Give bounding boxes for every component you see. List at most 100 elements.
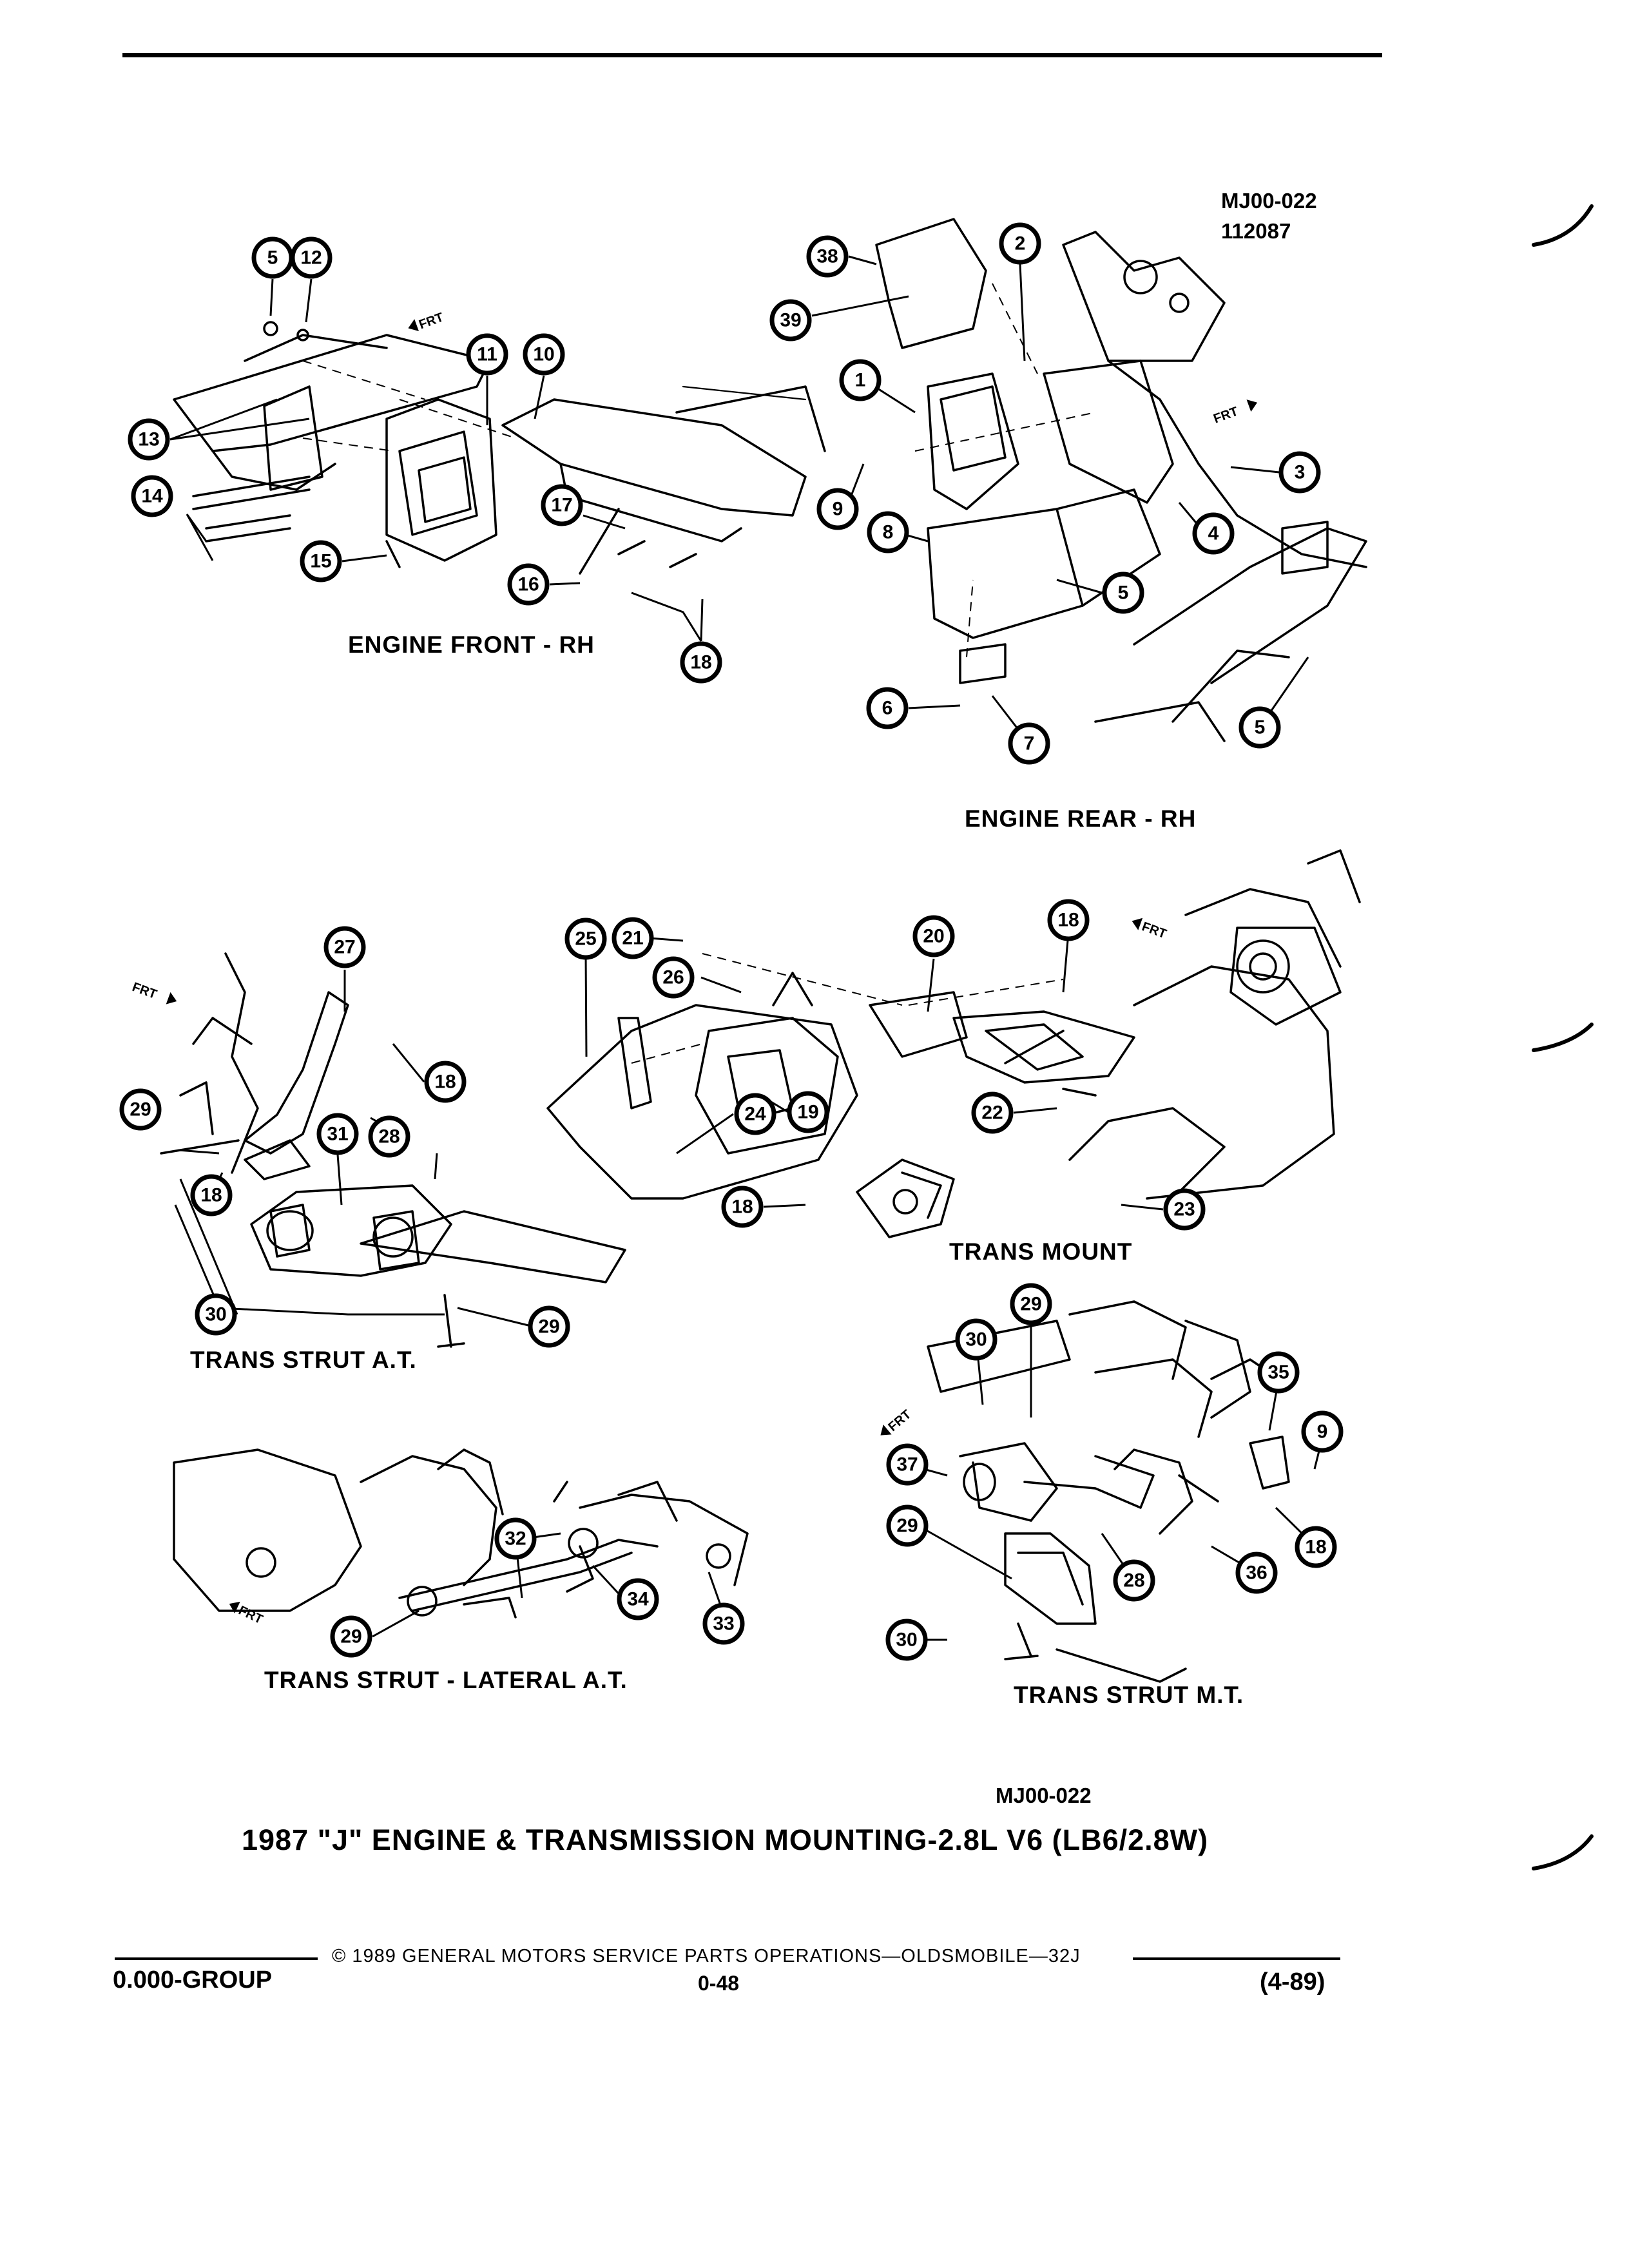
svg-text:31: 31 <box>327 1124 348 1145</box>
trans-strut-mt-drawing <box>927 1300 1290 1683</box>
svg-text:18: 18 <box>200 1185 222 1206</box>
callout-35: 35 <box>1257 1351 1300 1394</box>
svg-text:6: 6 <box>882 698 893 719</box>
callout-30-mt-a: 30 <box>955 1318 998 1361</box>
callout-19: 19 <box>787 1091 829 1133</box>
callout-29-at-a: 29 <box>119 1088 162 1131</box>
callout-29-at-b: 29 <box>528 1305 570 1348</box>
svg-text:11: 11 <box>477 344 497 365</box>
callout-8: 8 <box>867 511 909 553</box>
callout-13: 13 <box>128 418 170 461</box>
svg-text:27: 27 <box>334 937 355 958</box>
callout-30-at: 30 <box>195 1293 237 1336</box>
callout-29-mt-b: 29 <box>886 1504 929 1547</box>
callout-29-mt-a: 29 <box>1010 1283 1052 1325</box>
callout-39: 39 <box>769 299 812 341</box>
callout-26: 26 <box>652 956 695 999</box>
caption-engine-rear-rh: ENGINE REAR - RH <box>965 805 1197 832</box>
svg-text:30: 30 <box>205 1304 226 1325</box>
svg-text:28: 28 <box>378 1126 400 1148</box>
callout-38: 38 <box>806 235 849 278</box>
svg-text:35: 35 <box>1268 1362 1289 1383</box>
callout-18-at-b: 18 <box>190 1174 233 1216</box>
caption-trans-mount: TRANS MOUNT <box>949 1238 1133 1265</box>
svg-text:18: 18 <box>690 652 711 673</box>
svg-text:5: 5 <box>267 247 278 269</box>
svg-text:29: 29 <box>130 1099 151 1120</box>
svg-text:FRT: FRT <box>1140 919 1168 941</box>
figure-title: 1987 "J" ENGINE & TRANSMISSION MOUNTING-… <box>242 1823 1209 1856</box>
svg-text:21: 21 <box>622 928 643 949</box>
svg-text:9: 9 <box>1317 1421 1328 1443</box>
callout-4: 4 <box>1192 512 1235 555</box>
callout-30-mt-b: 30 <box>885 1619 928 1661</box>
svg-text:18: 18 <box>434 1072 456 1093</box>
figure-code-bottom: MJ00-022 <box>996 1783 1092 1807</box>
svg-text:29: 29 <box>340 1626 361 1648</box>
svg-text:4: 4 <box>1208 523 1219 544</box>
caption-trans-strut-at: TRANS STRUT A.T. <box>190 1347 417 1373</box>
svg-text:18: 18 <box>1305 1537 1326 1558</box>
callout-3: 3 <box>1278 451 1321 494</box>
svg-text:24: 24 <box>744 1104 766 1125</box>
callout-32: 32 <box>494 1517 537 1560</box>
svg-text:3: 3 <box>1295 462 1306 483</box>
callout-9-mt: 9 <box>1301 1410 1344 1453</box>
svg-text:8: 8 <box>883 522 894 543</box>
caption-trans-strut-lateral-at: TRANS STRUT - LATERAL A.T. <box>264 1667 628 1693</box>
callout-11: 11 <box>466 333 508 376</box>
callout-7: 7 <box>1008 722 1050 765</box>
callout-24: 24 <box>734 1093 776 1135</box>
figure-date: 112087 <box>1221 219 1291 243</box>
callout-18-mount-b: 18 <box>721 1186 764 1228</box>
svg-text:16: 16 <box>517 574 539 595</box>
svg-text:FRT: FRT <box>417 310 445 332</box>
svg-text:29: 29 <box>896 1515 918 1537</box>
caption-trans-strut-mt: TRANS STRUT M.T. <box>1014 1682 1244 1708</box>
engine-front-rh-drawing <box>173 321 826 575</box>
callout-9-rear: 9 <box>816 488 859 530</box>
svg-text:39: 39 <box>780 310 801 331</box>
callout-markers: 5 12 11 10 13 14 15 17 16 18 38 39 2 1 9… <box>119 222 1344 1661</box>
callout-23: 23 <box>1163 1188 1206 1231</box>
callout-21: 21 <box>612 917 654 959</box>
callout-2: 2 <box>999 222 1041 265</box>
engine-rear-rh-drawing <box>875 218 1367 742</box>
svg-text:33: 33 <box>713 1613 734 1635</box>
callout-12: 12 <box>290 236 333 279</box>
callout-5: 5 <box>251 236 294 279</box>
caption-engine-front-rh: ENGINE FRONT - RH <box>348 631 595 658</box>
svg-text:30: 30 <box>965 1329 987 1350</box>
callout-5-rear-b: 5 <box>1239 706 1281 749</box>
leader-lines <box>169 255 1324 1641</box>
callout-28-mt: 28 <box>1113 1559 1155 1602</box>
svg-text:20: 20 <box>923 926 944 947</box>
svg-text:28: 28 <box>1123 1570 1144 1591</box>
callout-18-front: 18 <box>680 641 722 684</box>
callout-20: 20 <box>912 915 955 957</box>
callout-25: 25 <box>564 918 607 960</box>
callout-6: 6 <box>866 687 909 729</box>
svg-text:18: 18 <box>731 1196 753 1218</box>
callout-36: 36 <box>1235 1552 1278 1594</box>
svg-text:5: 5 <box>1118 582 1129 604</box>
svg-text:26: 26 <box>662 967 684 988</box>
svg-text:5: 5 <box>1255 717 1266 738</box>
figure-code-top: MJ00-022 <box>1221 189 1317 213</box>
svg-text:12: 12 <box>300 247 322 269</box>
callout-34: 34 <box>617 1578 659 1620</box>
copyright-line: © 1989 GENERAL MOTORS SERVICE PARTS OPER… <box>332 1946 1081 1966</box>
svg-text:2: 2 <box>1015 233 1026 255</box>
svg-text:38: 38 <box>816 246 838 267</box>
svg-text:13: 13 <box>138 429 159 450</box>
callout-5-rear-a: 5 <box>1102 572 1144 614</box>
svg-text:18: 18 <box>1057 910 1079 931</box>
revision-label: (4-89) <box>1260 1968 1325 1995</box>
svg-text:36: 36 <box>1246 1562 1267 1584</box>
svg-text:14: 14 <box>141 486 163 507</box>
svg-text:10: 10 <box>533 344 554 365</box>
callout-33: 33 <box>702 1602 745 1645</box>
svg-text:32: 32 <box>505 1528 526 1550</box>
callout-18-mt: 18 <box>1295 1526 1337 1568</box>
callout-27: 27 <box>323 926 366 968</box>
